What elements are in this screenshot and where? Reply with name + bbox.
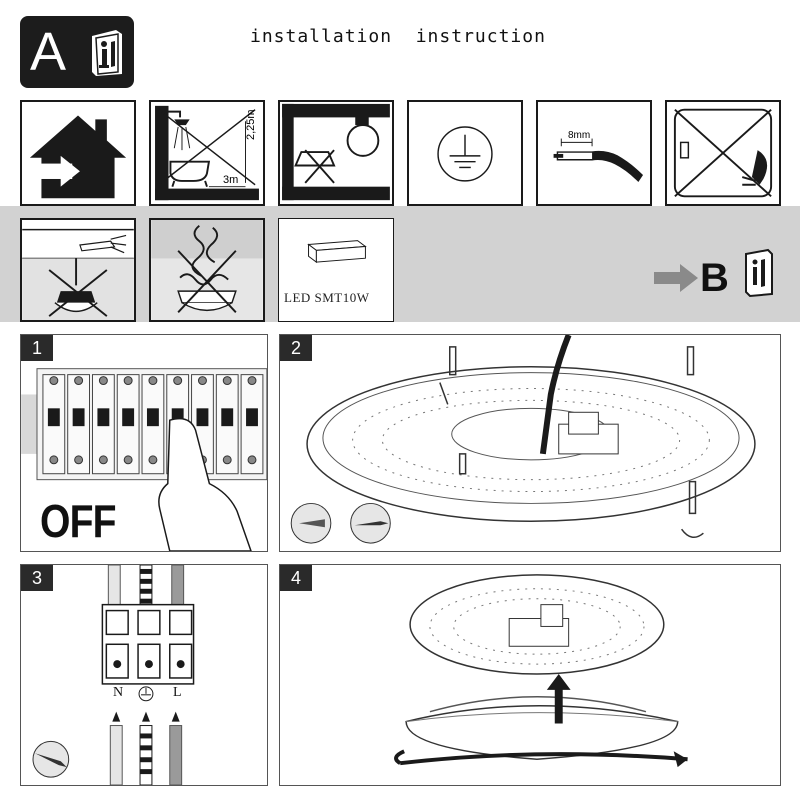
next-section-letter: B [700, 256, 729, 300]
breaker-screw [148, 455, 158, 465]
breaker-screw [247, 455, 257, 465]
breaker-toggle [97, 408, 110, 427]
info-manual-icon [92, 30, 122, 76]
tile-no-ceiling-wire [20, 218, 136, 322]
section-a-badge: A [20, 16, 134, 88]
page-title: installation instruction [250, 26, 546, 47]
no-chandelier-icon [151, 220, 263, 320]
indoor-house-icon [29, 115, 127, 199]
mount-base-illustration [290, 335, 756, 544]
no-ceiling-wire-icon [22, 220, 134, 320]
terminal-wiring-illustration [32, 565, 195, 785]
attach-diffuser-illustration [394, 574, 688, 768]
no-direct-heat-icon [282, 103, 390, 201]
breaker-screw [222, 455, 232, 465]
ground-symbol-icon [437, 126, 493, 182]
step-2-number: 2 [280, 335, 312, 361]
bath-distance-horizontal: 3m [223, 174, 239, 186]
breaker-screw [123, 455, 133, 465]
info-manual-icon-b [745, 248, 773, 298]
wire-live-label: L [173, 685, 182, 700]
breaker-toggle [171, 408, 184, 427]
breaker-screw [173, 376, 183, 386]
no-plug-icon [673, 108, 773, 198]
breaker-screw [247, 376, 257, 386]
tile-bathroom-zone: 2,25m 3m [149, 100, 265, 206]
step-3-panel: 3 N L [20, 564, 268, 786]
breaker-toggle [122, 408, 135, 427]
breaker-toggle [146, 408, 159, 427]
breaker-screw [74, 455, 84, 465]
step-4-number: 4 [280, 565, 312, 591]
step-3-number: 3 [21, 565, 53, 591]
led-module-label: LED SMT10W [284, 290, 370, 305]
breaker-screw [49, 455, 59, 465]
step-1-panel: 1 [20, 334, 268, 552]
breaker-toggle [221, 408, 234, 427]
breaker-toggle [47, 408, 60, 427]
step-4-panel: 4 [279, 564, 781, 786]
wire-neutral-label: N [113, 685, 124, 700]
tile-no-chandelier [149, 218, 265, 322]
breaker-screw [148, 376, 158, 386]
tile-no-plug [665, 100, 781, 206]
circuit-breaker-illustration [21, 368, 267, 551]
off-label: OFF [40, 495, 116, 547]
section-letter: A [30, 22, 67, 82]
breaker-screw [198, 376, 207, 386]
strip-length-label: 8mm [568, 130, 591, 141]
tile-indoor-use [20, 100, 136, 206]
breaker-screw [74, 376, 84, 386]
bath-distance-vertical: 2,25m [245, 109, 257, 140]
breaker-screw [98, 376, 108, 386]
breaker-screw [49, 376, 59, 386]
tile-wire-strip: 8mm [536, 100, 652, 206]
bathroom-zone-icon [155, 105, 259, 201]
led-module-icon [307, 240, 367, 264]
breaker-toggle [246, 408, 258, 427]
step-2-panel: 2 [279, 334, 781, 552]
tile-earth-ground [407, 100, 523, 206]
wire-strip-icon [553, 138, 644, 183]
step-1-number: 1 [21, 335, 53, 361]
tile-no-direct-heat [278, 100, 394, 206]
breaker-toggle [196, 408, 209, 427]
breaker-toggle [72, 408, 85, 427]
tile-led-module [278, 218, 394, 322]
breaker-screw [222, 376, 232, 386]
breaker-screw [123, 376, 133, 386]
go-to-section-b-arrow-icon [654, 264, 698, 292]
breaker-screw [98, 455, 108, 465]
